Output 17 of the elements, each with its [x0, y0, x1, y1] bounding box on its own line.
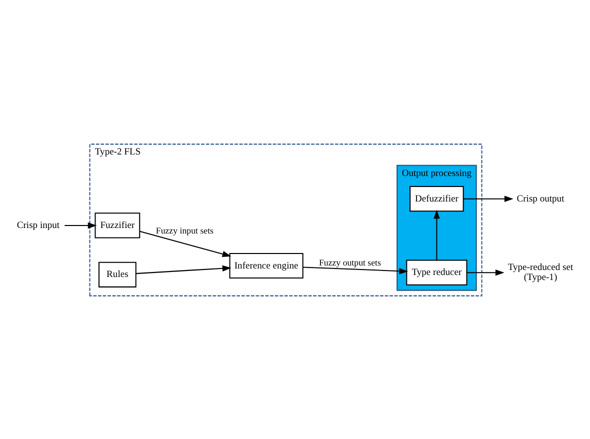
- node-box: Rules: [98, 261, 136, 287]
- node-text: Type-reduced set (Type-1): [508, 261, 574, 283]
- arrow: [303, 266, 408, 274]
- arrow: [434, 209, 440, 260]
- edge-label: Fuzzy input sets: [156, 224, 214, 235]
- arrow: [64, 222, 97, 228]
- node-box: Type reducer: [406, 259, 468, 285]
- arrow: [136, 264, 232, 274]
- node-box: Defuzzifier: [410, 186, 464, 212]
- arrow: [140, 230, 232, 257]
- edge-label: Fuzzy output sets: [318, 256, 381, 267]
- arrow: [464, 195, 514, 202]
- node-text: Crisp input: [16, 219, 60, 230]
- node-box: Fuzzifier: [94, 212, 140, 238]
- node-text: Crisp output: [516, 192, 564, 204]
- arrow: [467, 268, 504, 276]
- node-box: Inference engine: [229, 252, 304, 278]
